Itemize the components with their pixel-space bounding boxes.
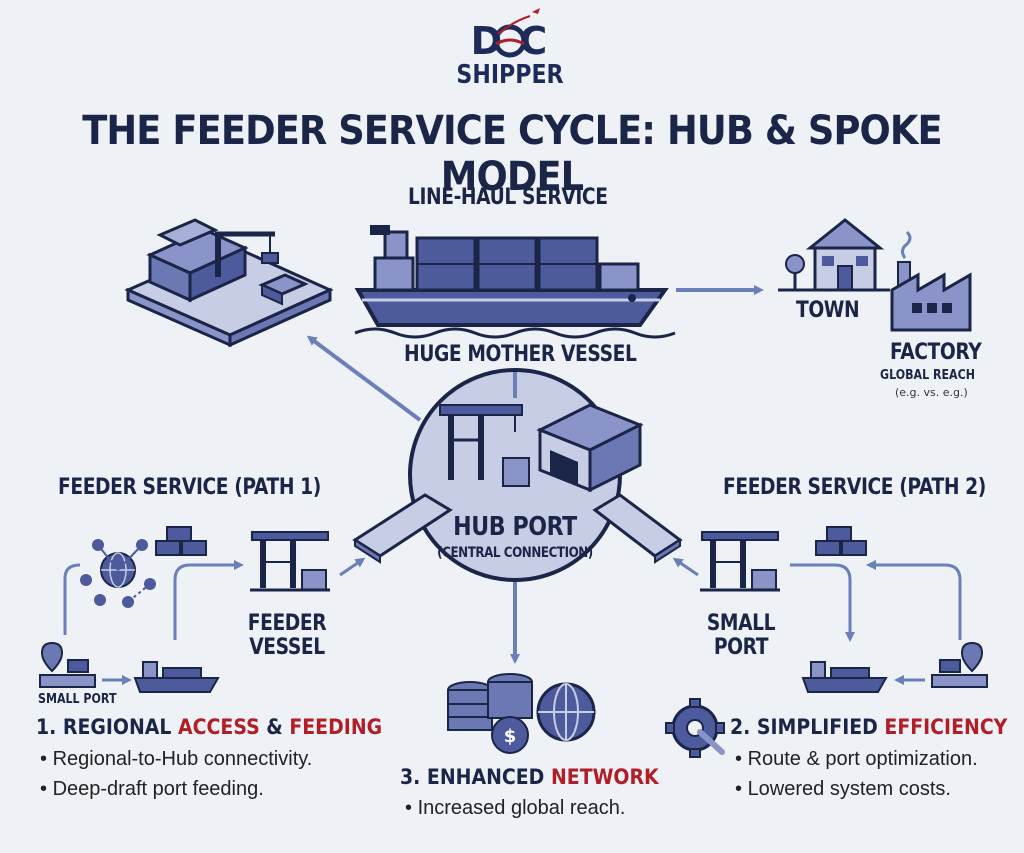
svg-text:$: $ (504, 726, 517, 747)
feeder-path1-label: FEEDER SERVICE (PATH 1) (58, 475, 321, 500)
feeder-ship-left-icon (133, 661, 220, 693)
section2-red: EFFICIENCY (884, 715, 1008, 739)
eg-note: (e.g. vs. e.g.) (895, 386, 968, 399)
hub-crane-icon (439, 404, 530, 487)
path1-loop-line (63, 563, 81, 635)
feeder-crane-right-icon (700, 531, 780, 592)
hub-port-sub: (CENTRAL CONNECTION) (437, 545, 593, 561)
feeder-path2-label: FEEDER SERVICE (PATH 2) (723, 475, 986, 500)
section1-bullet-2-text: Deep-draft port feeding. (52, 778, 264, 800)
small-port-left-label: SMALL PORT (38, 692, 117, 707)
section3-bullet-1: • Increased global reach. (405, 797, 626, 819)
section1-bullet-1: • Regional-to-Hub connectivity. (40, 748, 313, 770)
small-port-right-label: SMALL PORT (694, 611, 788, 661)
factory-label: FACTORY (890, 340, 982, 365)
section2-bullet-1-text: Route & port optimization. (747, 748, 978, 770)
section3-red: NETWORK (550, 765, 659, 789)
small-port-right-icon (931, 641, 988, 688)
feeder-vessel-label: FEEDER VESSEL (240, 611, 334, 661)
container-stack-left-icon (155, 526, 207, 556)
section3-bullet-1-text: Increased global reach. (417, 797, 626, 819)
feeder-crane-left-icon (250, 531, 330, 592)
page-title: THE FEEDER SERVICE CYCLE: HUB & SPOKE MO… (82, 108, 942, 200)
section1-bullet-1-text: Regional-to-Hub connectivity. (52, 748, 313, 770)
container-stack-right-icon (815, 526, 867, 556)
section1-red2: FEEDING (289, 715, 383, 739)
small-port-right-line2: PORT (713, 635, 769, 661)
section2-prefix: 2. SIMPLIFIED (730, 715, 885, 739)
logo-shipper-text: SHIPPER (456, 60, 564, 90)
mother-vessel-icon (354, 225, 676, 339)
town-label: TOWN (796, 298, 860, 323)
section1-mid: & (259, 715, 290, 739)
small-port-right-line1: SMALL (706, 611, 776, 636)
feeder-vessel-line2: VESSEL (249, 635, 325, 661)
container-terminal-icon (124, 218, 334, 348)
global-network-icon (80, 539, 156, 608)
mother-vessel-label: HUGE MOTHER VESSEL (404, 342, 637, 367)
globe-icon (536, 682, 596, 742)
section2-bullet-2: • Lowered system costs. (735, 778, 951, 800)
section1-red1: ACCESS (178, 715, 260, 739)
section1-heading: 1. REGIONAL ACCESS & FEEDING (36, 715, 382, 739)
section2-heading: 2. SIMPLIFIED EFFICIENCY (730, 715, 1007, 739)
arrow-hub-to-terminal (306, 335, 422, 422)
gear-wrench-icon (665, 698, 725, 758)
line-haul-label: LINE-HAUL SERVICE (408, 185, 608, 210)
section1-bullet-2: • Deep-draft port feeding. (40, 778, 264, 800)
logo-mark: D C (471, 8, 547, 63)
feeder-ship-right-icon (801, 661, 888, 693)
section3-prefix: 3. ENHANCED (400, 765, 551, 789)
feeder-vessel-line1: FEEDER (247, 611, 327, 636)
section2-bullet-2-text: Lowered system costs. (747, 778, 951, 800)
global-reach-label: GLOBAL REACH (880, 368, 975, 383)
town-icon (778, 218, 890, 292)
section1-prefix: 1. REGIONAL (36, 715, 179, 739)
section3-heading: 3. ENHANCED NETWORK (400, 765, 659, 789)
warehouse-icon (536, 403, 644, 493)
logo: D C SHIPPER (440, 6, 580, 98)
small-port-left-icon (39, 641, 96, 688)
section2-bullet-1: • Route & port optimization. (735, 748, 978, 770)
hub-port-label: HUB PORT (453, 512, 577, 542)
coins-icon: $ (447, 673, 533, 754)
factory-icon (890, 230, 972, 332)
